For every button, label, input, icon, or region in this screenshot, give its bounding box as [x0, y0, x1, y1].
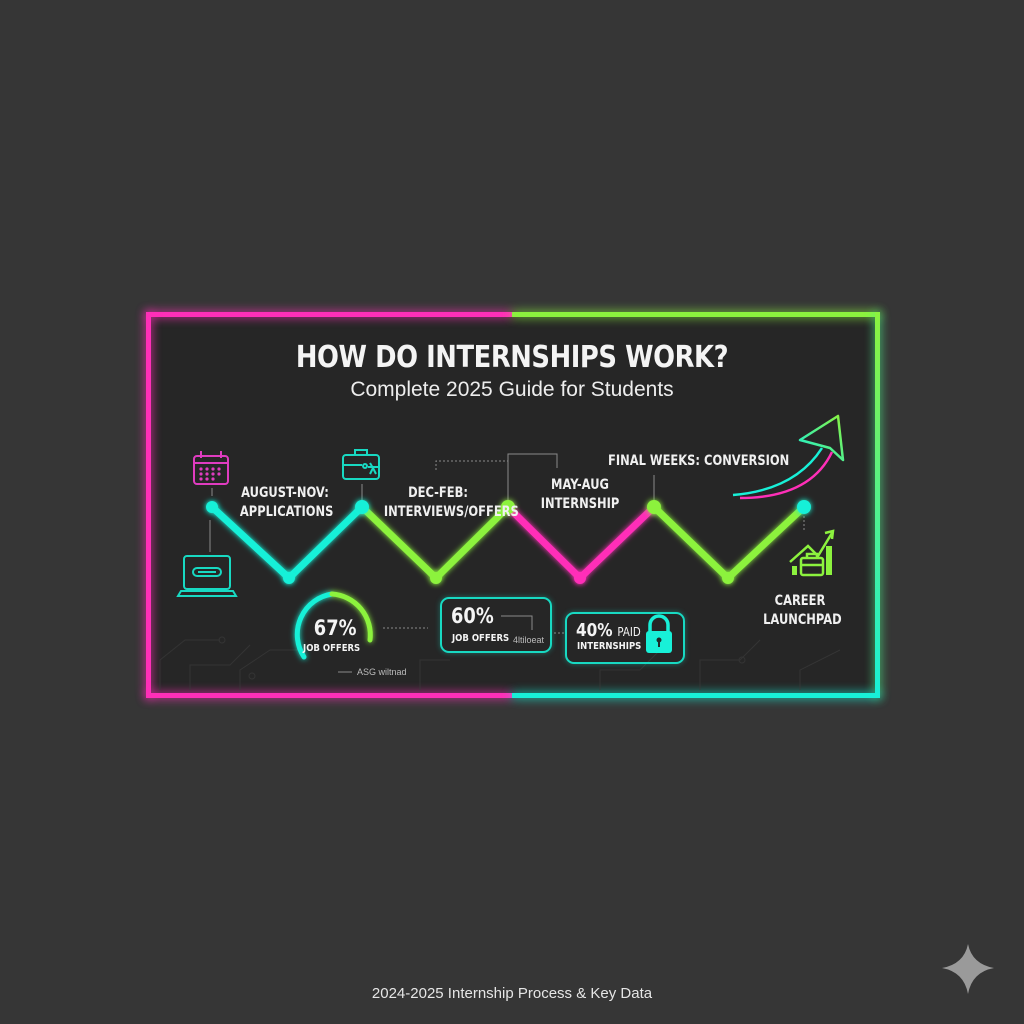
- stat-67-label: JOB OFFERS: [303, 643, 361, 654]
- border-top-left: [146, 312, 512, 317]
- stat-67-note: ASG wiltnad: [357, 667, 407, 677]
- calendar-icon: [193, 451, 229, 485]
- stat-40-value: 40% PAID: [576, 620, 641, 641]
- trend-arrow-icon: [732, 414, 845, 500]
- stat-60-label: JOB OFFERS: [452, 633, 510, 644]
- footer-caption: 2024-2025 Internship Process & Key Data: [371, 985, 653, 1002]
- border-top-right: [512, 312, 880, 317]
- stat-40-label: INTERNSHIPS: [577, 641, 642, 652]
- border-bottom-left: [146, 693, 512, 698]
- border-right: [875, 312, 880, 698]
- stage-label-internship: MAY-AUG INTERNSHIP: [540, 477, 620, 512]
- stage-label-career: CAREER LAUNCHPAD: [763, 593, 842, 628]
- stage-label-conversion: FINAL WEEKS: CONVERSION: [608, 453, 790, 469]
- stage-label-applications: AUGUST-NOV: APPLICATIONS: [239, 485, 334, 520]
- stat-67-value: 67%: [313, 616, 357, 640]
- laptop-icon: [176, 555, 238, 597]
- border-left: [146, 312, 151, 698]
- page-subtitle: Complete 2025 Guide for Students: [350, 378, 674, 401]
- page-title: HOW DO INTERNSHIPS WORK?: [295, 340, 729, 375]
- gauge-67: [294, 591, 373, 660]
- stat-60-note: 4ltiloeat: [513, 635, 545, 645]
- stage-label-interviews: DEC-FEB: INTERVIEWS/OFFERS: [383, 485, 519, 520]
- briefcase-icon: [342, 449, 380, 480]
- lock-icon: [646, 614, 672, 653]
- circuit-pattern: [159, 636, 841, 690]
- stat-60-value: 60%: [451, 604, 494, 628]
- stat-40-box: [565, 612, 685, 664]
- growth-briefcase-icon: [789, 529, 835, 577]
- border-bottom-right: [512, 693, 880, 698]
- stat-60-box: [440, 597, 552, 653]
